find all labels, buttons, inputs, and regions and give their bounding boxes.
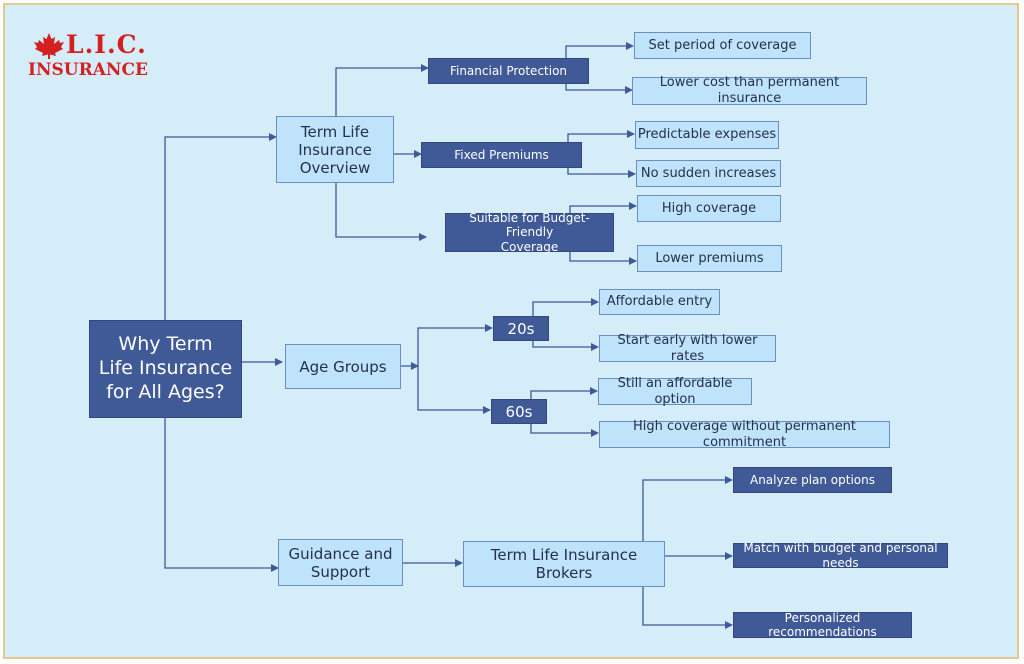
connector-root-overview [164, 133, 277, 320]
maple-leaf-icon [34, 33, 64, 59]
connector-20s-early [532, 341, 599, 351]
guidance-support-node: Guidance and Support [278, 539, 403, 586]
fixed-premiums-node: Fixed Premiums [421, 142, 582, 168]
logo-text-top: L.I.C. [66, 30, 147, 59]
connector-budget-high [569, 202, 637, 213]
still-affordable-node: Still an affordable option [598, 376, 752, 407]
connector-root-guidance [164, 418, 279, 572]
logo-text-bottom: INSURANCE [28, 60, 148, 80]
high-coverage-no-permanent-node: High coverage without permanent commitme… [599, 419, 890, 450]
connector-brokers-analyze [642, 476, 733, 541]
match-budget-node: Match with budget and personal needs [733, 541, 948, 570]
connector-budget-lower [569, 252, 637, 265]
analyze-plans-node: Analyze plan options [733, 467, 892, 493]
personalized-recs-node: Personalized recommendations [733, 611, 912, 639]
connector-age-60s [417, 366, 491, 414]
connector-overview-financial [335, 64, 429, 116]
connector-overview-budget [335, 183, 427, 241]
term-overview-node: Term Life Insurance Overview [276, 116, 394, 183]
connector-financial-set [565, 42, 634, 58]
connector-fixed-predictable [567, 130, 635, 142]
predictable-expenses-node: Predictable expenses [635, 121, 779, 149]
connector-60s-still [530, 387, 598, 399]
lower-premiums-node: Lower premiums [637, 245, 782, 272]
lower-cost-node: Lower cost than permanent insurance [632, 75, 867, 106]
connector-fixed-nosudden [567, 167, 636, 178]
financial-protection-node: Financial Protection [428, 58, 589, 84]
age-60s-node: 60s [491, 399, 547, 424]
budget-friendly-node: Suitable for Budget-Friendly Coverage [445, 211, 614, 254]
set-period-node: Set period of coverage [634, 32, 811, 59]
age-groups-node: Age Groups [285, 344, 401, 389]
connector-financial-lower [565, 84, 633, 94]
connector-age-20s [417, 324, 493, 366]
connector-brokers-personalized [642, 587, 733, 629]
connector-20s-affordable [532, 298, 599, 316]
age-20s-node: 20s [493, 316, 549, 341]
brokers-node: Term Life Insurance Brokers [463, 541, 665, 587]
affordable-entry-node: Affordable entry [599, 289, 720, 315]
start-early-node: Start early with lower rates [599, 333, 776, 364]
connector-60s-high [530, 424, 599, 437]
root-node: Why Term Life Insurance for All Ages? [89, 320, 242, 418]
high-coverage-node: High coverage [637, 195, 781, 222]
lic-logo: L.I.C. INSURANCE [28, 30, 148, 82]
no-sudden-increases-node: No sudden increases [636, 160, 781, 187]
